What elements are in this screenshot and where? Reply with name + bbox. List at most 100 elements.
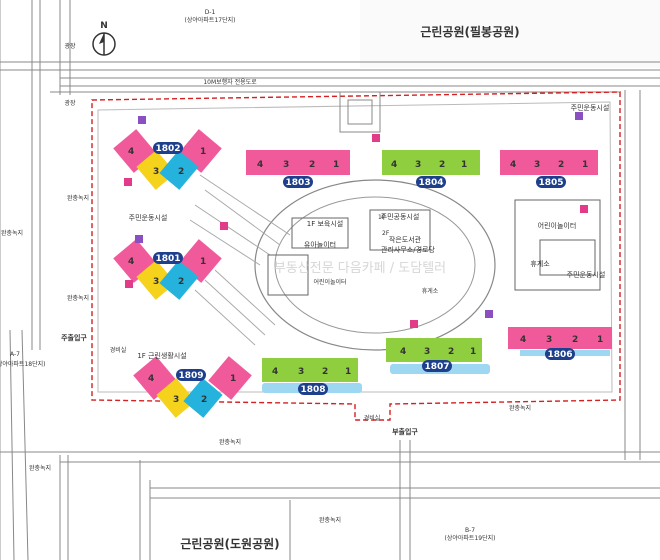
badge-1802: 1802 [155,144,180,154]
green-bottom: 완충녹지 [219,438,241,446]
unit-1805-4: 4 [510,160,516,170]
community-common: 주민공동시설 [381,212,420,221]
unit-1803-3: 3 [283,160,289,170]
unit-labels: 4 1 3 2 4 1 3 2 4 1 3 2 4 3 2 1 4 3 2 1 … [128,147,603,405]
unit-1806-4: 4 [520,335,526,345]
badge-1809: 1809 [178,371,203,381]
unit-1802-3: 3 [153,167,159,177]
rest-area: 휴게소 [530,259,550,268]
unit-1809-3: 3 [173,395,179,405]
community-2f: 2F [382,230,390,237]
building-1802[interactable] [113,129,222,190]
parking-area [189,174,291,346]
block-b7-sub: (상야아파트19단지) [445,534,496,542]
unit-1804-3: 3 [415,160,421,170]
north-label: N [100,21,108,31]
unit-1806-2: 2 [572,335,578,345]
community-1f-right: 1F [378,214,386,221]
rest-area2: 휴게소 [422,287,439,295]
unit-1806-3: 3 [546,335,552,345]
unit-1809-1: 1 [230,374,236,384]
plaza-left2: 광장 [64,99,76,107]
park-bottom-title: 근린공원(도원공원) [180,536,279,551]
badge-1805: 1805 [538,178,563,188]
unit-1804-1: 1 [461,160,467,170]
sports-right: 주민운동시설 [567,270,606,279]
facility-markers [124,112,588,328]
community-office: 관리사무소/경로당 [381,245,435,254]
guard-2: 경비실 [364,414,381,422]
building-1801[interactable] [113,239,222,300]
badge-1807: 1807 [424,362,449,372]
unit-1804-2: 2 [439,160,445,170]
playground-right: 어린이놀이터 [538,221,577,230]
unit-1803-2: 2 [309,160,315,170]
guard-1: 경비실 [110,346,127,354]
unit-1808-1: 1 [345,367,351,377]
building-1807[interactable] [386,338,482,362]
unit-1805-1: 1 [582,160,588,170]
watermark: 부동산전문 다음카페 / 도담텔러 [274,261,446,276]
unit-1803-1: 1 [333,160,339,170]
unit-1803-4: 4 [257,160,263,170]
road-pedestrian: 10M보행자 전용도로 [203,78,257,86]
neighborhood-facility: 1F 근린생활시설 [137,351,186,360]
unit-1801-1: 1 [200,257,206,267]
green-bottom2: 완충녹지 [319,516,341,524]
unit-1802-2: 2 [178,167,184,177]
unit-1807-2: 2 [448,347,454,357]
unit-1807-4: 4 [400,347,406,357]
park-top-title: 근린공원(필봉공원) [420,24,519,39]
entrance-main: 주출입구 [61,333,87,342]
unit-1805-2: 2 [558,160,564,170]
badge-1806: 1806 [547,350,572,360]
road-top-code: D-1 [205,9,216,16]
building-1806[interactable] [508,327,612,349]
community-kids: 유아놀이터 [304,240,336,249]
badge-1801: 1801 [155,254,180,264]
unit-1808-3: 3 [298,367,304,377]
block-a7-sub: (상야아파트18단지) [0,360,45,368]
unit-1801-3: 3 [153,277,159,287]
badge-1804: 1804 [418,178,443,188]
green-right: 완충녹지 [509,404,531,412]
unit-1807-3: 3 [424,347,430,357]
sports-left: 주민운동시설 [129,213,168,222]
sports-top-right: 주민운동시설 [571,103,610,112]
block-b7: B-7 [465,527,475,534]
building-1805[interactable] [500,150,598,175]
road-top-sub: (상야아파트17단지) [185,16,236,24]
entrance-sub: 부출입구 [392,427,418,436]
park-top-area [360,0,660,68]
building-1808[interactable] [262,358,358,382]
green-left4: 완충녹지 [29,464,51,472]
building-1803[interactable] [246,150,350,175]
unit-1801-2: 2 [178,277,184,287]
community-1f: 1F 보육시설 [307,220,343,228]
unit-1809-2: 2 [201,395,207,405]
unit-1805-3: 3 [534,160,540,170]
unit-1808-4: 4 [272,367,278,377]
badge-1803: 1803 [285,178,310,188]
unit-1801-4: 4 [128,257,134,267]
building-badges: 1802 1801 1809 1803 1804 1805 1806 1807 … [153,142,575,395]
map-labels: 근린공원(필봉공원) 근린공원(도원공원) D-1 (상야아파트17단지) 10… [0,9,609,551]
north-arrow-icon: N [92,21,116,56]
unit-1807-1: 1 [470,347,476,357]
unit-1802-1: 1 [200,147,206,157]
building-1809[interactable] [133,356,252,418]
unit-1808-2: 2 [322,367,328,377]
central-loop-road [254,179,496,351]
unit-1806-1: 1 [597,335,603,345]
unit-1802-4: 4 [128,147,134,157]
unit-1804-4: 4 [391,160,397,170]
green-left: 완충녹지 [67,194,89,202]
building-1804[interactable] [382,150,480,175]
green-left2: 완충녹지 [1,229,23,237]
block-a7: A-7 [10,351,20,358]
community-kids2: 어린이놀이터 [313,278,346,286]
plaza-left: 광장 [64,42,76,50]
badge-1808: 1808 [300,385,325,395]
community-library: 작은도서관 [389,235,422,244]
